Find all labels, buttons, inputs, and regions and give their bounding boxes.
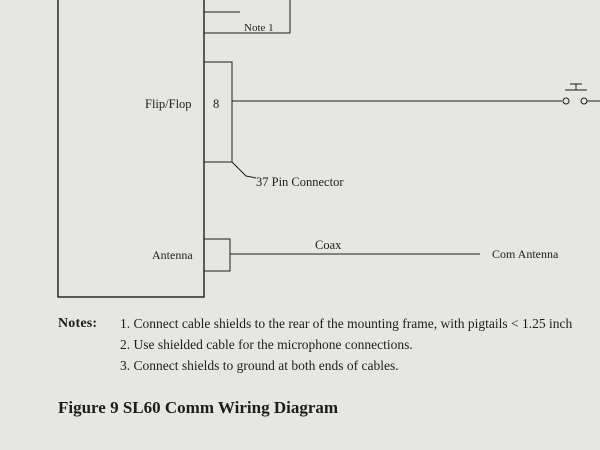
flip-flop-label: Flip/Flop: [145, 97, 192, 111]
connector-box: [203, 61, 233, 163]
connector-label: 37 Pin Connector: [256, 175, 344, 189]
note-item: 1. Connect cable shields to the rear of …: [120, 316, 573, 331]
flip-flop-pin: 8: [213, 97, 219, 111]
note-item: 3. Connect shields to ground at both end…: [120, 358, 399, 373]
switch-icon: [565, 83, 587, 91]
antenna-label: Antenna: [152, 248, 193, 262]
figure-caption: Figure 9 SL60 Comm Wiring Diagram: [58, 398, 339, 417]
antenna-connector-box: [203, 238, 231, 272]
connector-leader: [231, 161, 257, 179]
notes-heading: Notes:: [58, 316, 98, 331]
coax-label: Coax: [315, 238, 342, 252]
switch-contact: [580, 97, 588, 105]
note-box-label: Note 1: [244, 22, 274, 34]
com-antenna-label: Com Antenna: [492, 247, 559, 261]
note-item: 2. Use shielded cable for the microphone…: [120, 337, 413, 352]
switch-contact: [562, 97, 570, 105]
note-box: [203, 0, 291, 34]
